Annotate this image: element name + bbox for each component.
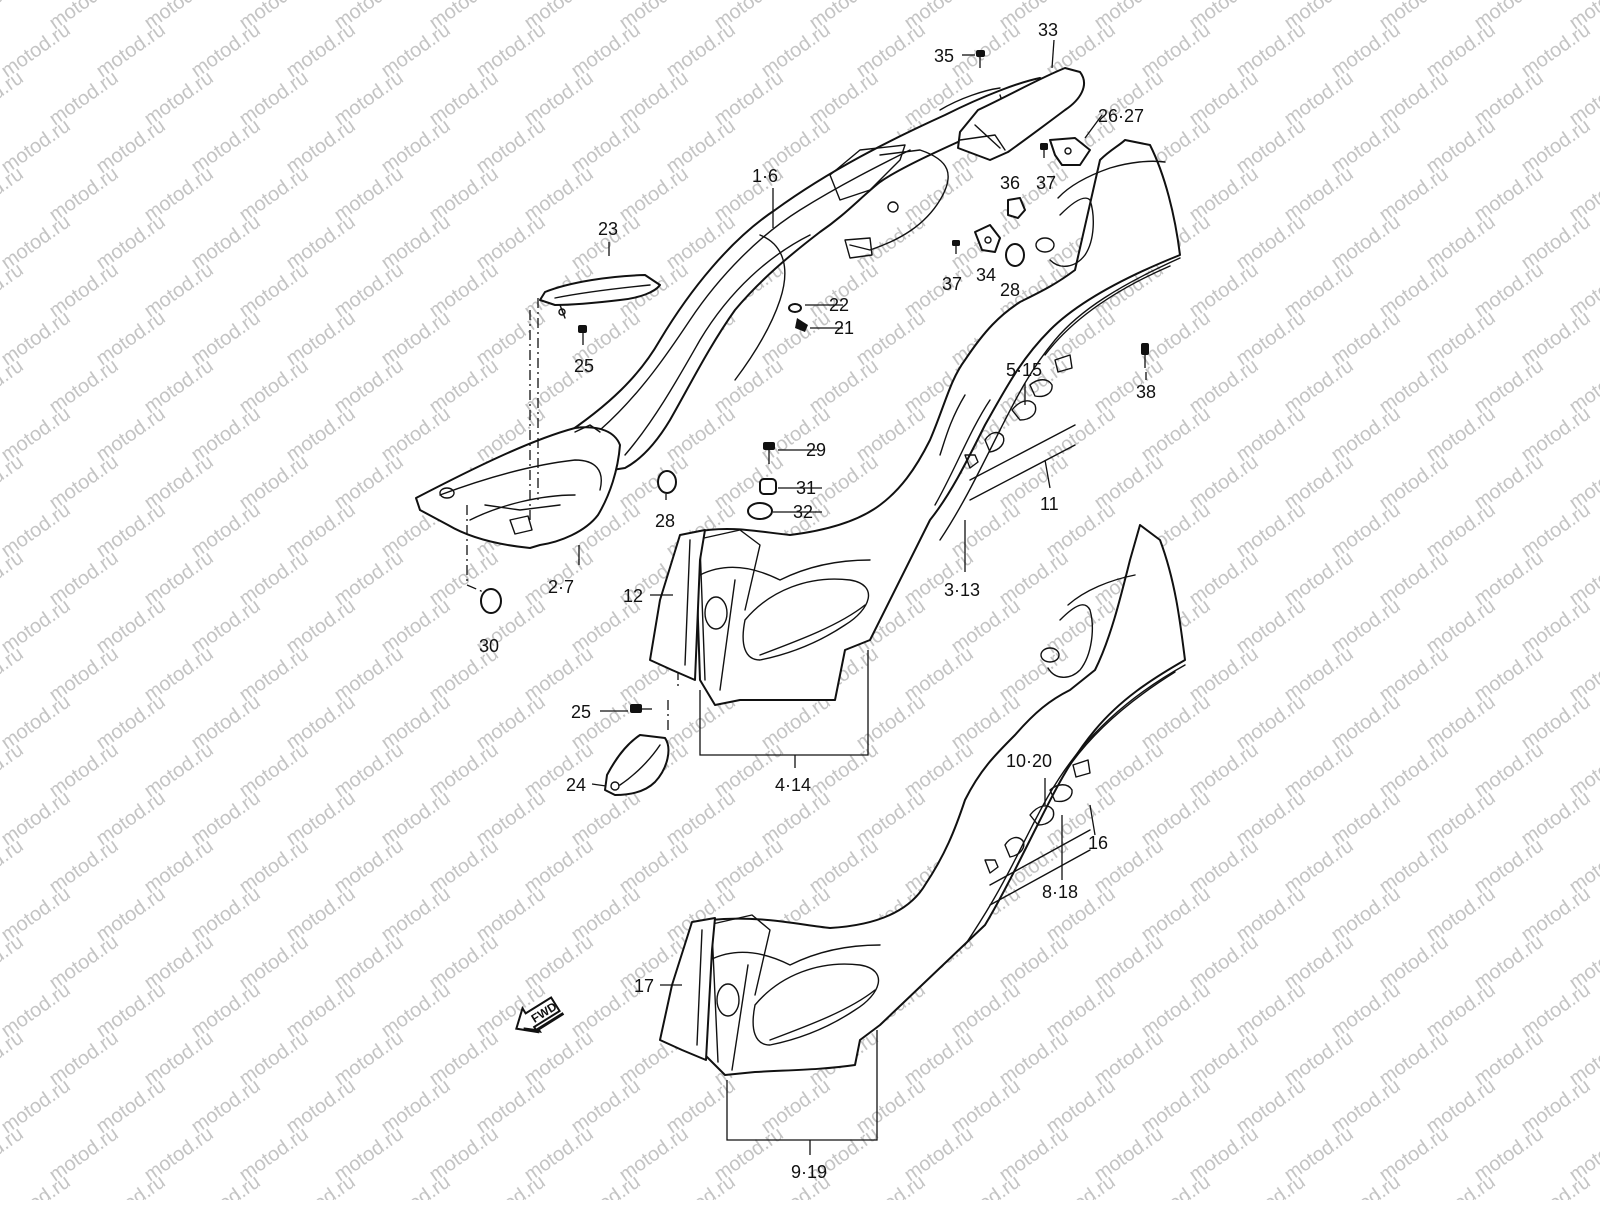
watermark-text: motod.ru [0, 547, 28, 610]
label-3-13: 3·13 [944, 580, 980, 600]
label-26-27: 26·27 [1098, 106, 1144, 126]
label-22: 22 [829, 295, 849, 315]
label-36: 36 [1000, 173, 1020, 193]
watermark-text: motod.ru [0, 355, 28, 418]
watermark-text: motod.ru [1327, 1171, 1404, 1200]
label-31: 31 [796, 478, 816, 498]
label-16: 16 [1088, 833, 1108, 853]
label-37-upper: 37 [1036, 173, 1056, 193]
watermark-text: motod.ru [1042, 1171, 1119, 1200]
part-12-front-panel-upper [649, 529, 706, 681]
label-5-15: 5·15 [1006, 360, 1042, 380]
part-35-bolt [976, 50, 985, 68]
watermark-text: motod.ru [0, 835, 28, 898]
watermark-text: motod.ru [0, 163, 28, 226]
watermark-text: motod.ru [1137, 1171, 1214, 1200]
label-35: 35 [934, 46, 954, 66]
label-24: 24 [566, 775, 586, 795]
label-9-19: 9·19 [791, 1162, 827, 1182]
watermark-text: motod.ru [282, 1171, 359, 1200]
watermark-text: motod.ru [0, 931, 28, 994]
watermark-text: motod.ru [852, 1171, 929, 1200]
leader-lines [578, 39, 1147, 1155]
label-29: 29 [806, 440, 826, 460]
watermark-text: motod.ru [0, 643, 28, 706]
part-2-7-front-tray [415, 424, 621, 549]
part-24-bracket [604, 734, 670, 796]
watermark-text: motod.ru [662, 1171, 739, 1200]
watermark-text: motod.ru [0, 1171, 75, 1200]
label-38: 38 [1136, 382, 1156, 402]
part-labels: 33 35 26·27 37 36 1·6 23 37 34 28 22 21 … [479, 20, 1156, 1182]
label-37-lower: 37 [942, 274, 962, 294]
watermark-text: motod.ru [472, 1171, 549, 1200]
part-33-tail-piece [957, 67, 1085, 161]
label-17: 17 [634, 976, 654, 996]
watermark-text: motod.ru [1517, 1171, 1594, 1200]
label-2-7: 2·7 [548, 577, 574, 597]
watermark-text: motod.ru [1232, 1171, 1309, 1200]
part-25-screw-lower [630, 704, 652, 713]
part-26-27-bracket [1049, 137, 1091, 166]
part-16-side-cover-lower [699, 524, 1186, 1076]
part-37-screw-lower [952, 240, 960, 254]
part-22-washer [788, 303, 802, 313]
part-28-grommet-upper [1005, 243, 1025, 267]
hardware-parts [480, 50, 1149, 713]
part-37-screw-upper [1040, 143, 1048, 158]
watermark-text: motod.ru [0, 739, 28, 802]
label-21: 21 [834, 318, 854, 338]
label-25-lower: 25 [571, 702, 591, 722]
watermark-text: motod.ru [0, 1123, 28, 1186]
watermark-text: motod.ru [1422, 1171, 1499, 1200]
label-4-14: 4·14 [775, 775, 811, 795]
label-12: 12 [623, 586, 643, 606]
label-10-20: 10·20 [1006, 751, 1052, 771]
label-34: 34 [976, 265, 996, 285]
watermark-text: motod.ru [0, 0, 28, 34]
watermark-text: motod.ru [567, 1171, 644, 1200]
part-38-bolt [1141, 343, 1149, 368]
watermark-text: motod.ru [947, 1171, 1024, 1200]
label-25-upper: 25 [574, 356, 594, 376]
part-17-front-panel-lower [659, 917, 716, 1061]
part-30-grommet [480, 588, 502, 614]
label-32: 32 [793, 502, 813, 522]
part-21-screw [795, 318, 808, 332]
part-34-bracket [974, 224, 1001, 253]
watermark-text: motod.ru [187, 1171, 264, 1200]
label-28-upper: 28 [1000, 280, 1020, 300]
label-1-6: 1·6 [752, 166, 778, 186]
label-30: 30 [479, 636, 499, 656]
part-31-nut [759, 478, 777, 495]
watermark-text: motod.ru [377, 1171, 454, 1200]
label-11: 11 [1040, 494, 1059, 514]
part-23-bracket [539, 274, 661, 319]
watermark-text: motod.ru [0, 67, 28, 130]
part-36-grommet [1007, 197, 1026, 219]
part-32-grommet [747, 502, 773, 520]
watermark-text: motod.ru [0, 259, 28, 322]
watermark-text: motod.ru [0, 451, 28, 514]
label-28-lower: 28 [655, 511, 675, 531]
part-25-screw-upper [578, 325, 587, 345]
part-28-grommet-lower [657, 470, 677, 494]
label-23: 23 [598, 219, 618, 239]
watermark-text: motod.ru [0, 1027, 28, 1090]
watermark-text: motod.ru [92, 1171, 169, 1200]
label-33: 33 [1038, 20, 1058, 40]
part-29-screw [763, 442, 775, 464]
label-8-18: 8·18 [1042, 882, 1078, 902]
part-11-side-cover-upper [694, 139, 1181, 706]
